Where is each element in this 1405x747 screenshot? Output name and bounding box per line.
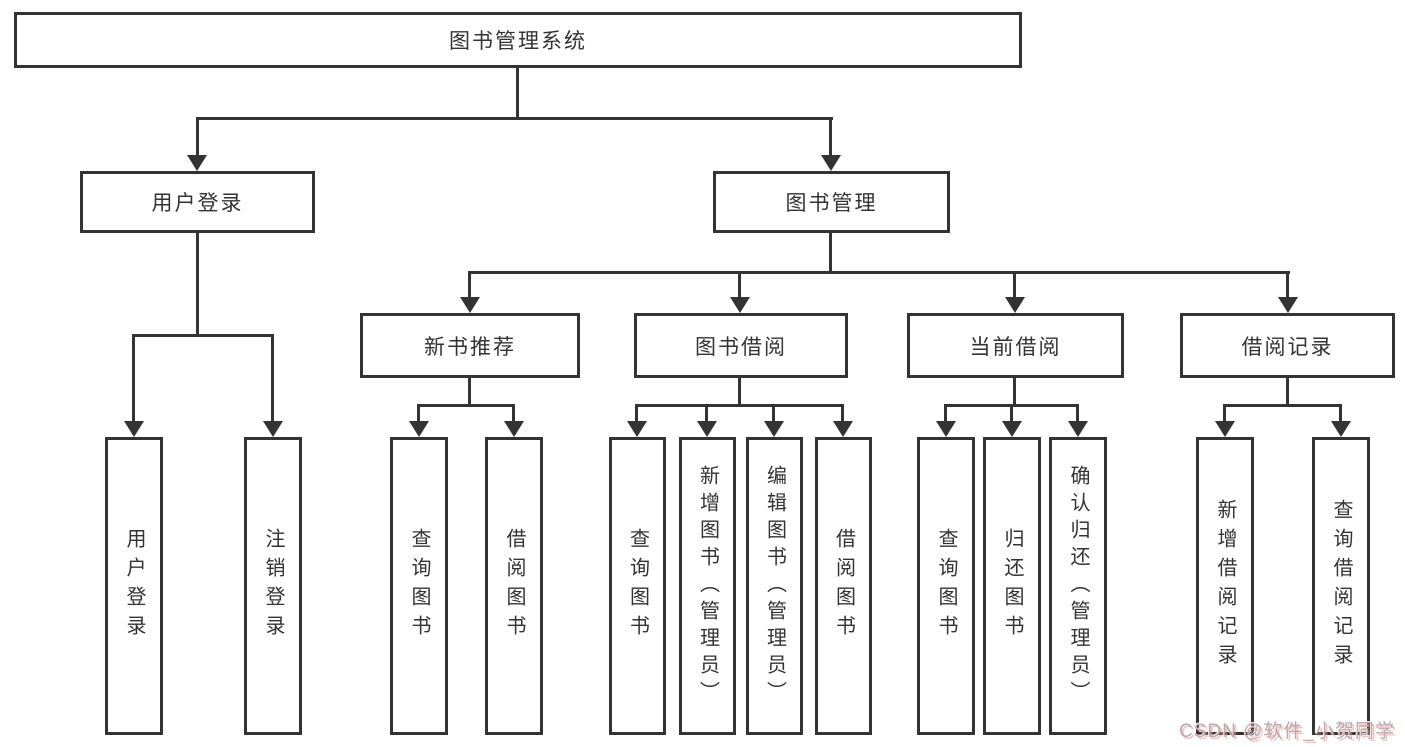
leaf-borrow-borrow-books: 借阅图书 [815, 437, 872, 735]
arrow-down-icon [1215, 421, 1235, 437]
connector [1223, 404, 1342, 407]
leaf-recommend-query-books: 查询图书 [390, 437, 448, 735]
connector [512, 404, 515, 423]
leaf-logout: 注销登录 [244, 437, 302, 735]
connector [1286, 376, 1289, 407]
leaf-current-query-books: 查询图书 [917, 437, 975, 735]
leaf-label: 查询图书 [408, 528, 430, 644]
node-root: 图书管理系统 [14, 12, 1022, 68]
node-book-management: 图书管理 [713, 171, 950, 233]
leaf-user-login: 用户登录 [105, 437, 163, 735]
connector [829, 117, 832, 157]
node-borrow-records: 借阅记录 [1180, 313, 1395, 378]
arrow-down-icon [627, 421, 647, 437]
leaf-recommend-borrow-books: 借阅图书 [485, 437, 543, 735]
node-user-login: 用户登录 [80, 171, 315, 233]
connector [271, 334, 274, 423]
node-new-book-recommend: 新书推荐 [360, 313, 580, 378]
connector [516, 68, 519, 120]
connector [635, 404, 844, 407]
arrow-down-icon [730, 297, 750, 313]
leaf-label: 查询借阅记录 [1330, 499, 1352, 673]
leaf-label: 新增借阅记录 [1214, 499, 1236, 673]
connector [196, 117, 833, 120]
connector [1223, 404, 1226, 423]
leaf-label: 用户登录 [123, 528, 145, 644]
arrow-down-icon [1002, 421, 1022, 437]
connector [468, 376, 471, 407]
leaf-label: 借阅图书 [832, 528, 855, 644]
connector [1010, 404, 1013, 423]
connector [738, 271, 741, 299]
leaf-label: 借阅图书 [503, 528, 525, 644]
connector [196, 231, 199, 337]
connector [829, 231, 832, 274]
connector [132, 334, 274, 337]
leaf-label: 新增图书（管理员） [696, 464, 719, 708]
connector [1013, 376, 1016, 407]
arrow-down-icon [187, 155, 207, 171]
connector [635, 404, 638, 423]
connector [468, 271, 471, 299]
leaf-borrow-query-books: 查询图书 [609, 437, 666, 735]
connector [417, 404, 420, 423]
connector [417, 404, 515, 407]
arrow-down-icon [697, 421, 717, 437]
leaf-records-query-record: 查询借阅记录 [1312, 437, 1370, 735]
leaf-borrow-add-books-admin: 新增图书（管理员） [679, 437, 736, 735]
connector [196, 117, 199, 157]
arrow-down-icon [764, 421, 784, 437]
arrow-down-icon [833, 421, 853, 437]
arrow-down-icon [1278, 297, 1298, 313]
connector [944, 404, 947, 423]
connector [841, 404, 844, 423]
leaf-label: 编辑图书（管理员） [763, 464, 786, 708]
leaf-records-add-record: 新增借阅记录 [1196, 437, 1254, 735]
leaf-borrow-edit-books-admin: 编辑图书（管理员） [746, 437, 803, 735]
node-borrow-records-label: 借阅记录 [1241, 335, 1334, 359]
connector [1076, 404, 1079, 423]
leaf-current-return-books: 归还图书 [983, 437, 1041, 735]
arrow-down-icon [409, 421, 429, 437]
arrow-down-icon [1331, 421, 1351, 437]
connector [468, 271, 1290, 274]
arrow-down-icon [124, 421, 144, 437]
node-current-borrow-label: 当前借阅 [969, 335, 1062, 359]
arrow-down-icon [263, 421, 283, 437]
arrow-down-icon [821, 155, 841, 171]
leaf-label: 查询图书 [935, 528, 957, 644]
connector [738, 376, 741, 407]
node-root-label: 图书管理系统 [449, 30, 587, 53]
leaf-current-confirm-return-admin: 确认归还（管理员） [1049, 437, 1107, 735]
connector [705, 404, 708, 423]
node-book-borrow: 图书借阅 [634, 313, 848, 378]
node-book-borrow-label: 图书借阅 [695, 335, 787, 359]
node-user-login-label: 用户登录 [151, 192, 244, 215]
node-current-borrow: 当前借阅 [907, 313, 1124, 378]
leaf-label: 查询图书 [626, 528, 649, 644]
connector [1339, 404, 1342, 423]
node-book-management-label: 图书管理 [785, 192, 878, 215]
leaf-label: 归还图书 [1001, 528, 1023, 644]
connector [132, 334, 135, 423]
connector [1013, 271, 1016, 299]
csdn-watermark: CSDN @软件_小贺同学 [1179, 721, 1395, 742]
leaf-label: 注销登录 [262, 528, 284, 644]
leaf-label: 确认归还（管理员） [1067, 464, 1089, 708]
arrow-down-icon [504, 421, 524, 437]
arrow-down-icon [460, 297, 480, 313]
connector [772, 404, 775, 423]
node-new-book-recommend-label: 新书推荐 [424, 335, 516, 359]
arrow-down-icon [1068, 421, 1088, 437]
arrow-down-icon [1005, 297, 1025, 313]
arrow-down-icon [936, 421, 956, 437]
connector [1286, 271, 1289, 299]
